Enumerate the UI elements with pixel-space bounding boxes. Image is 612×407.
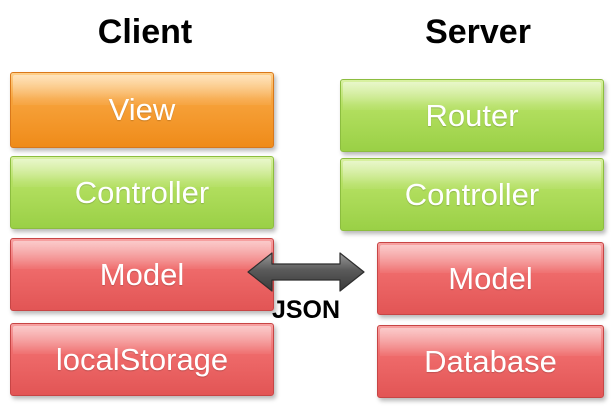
client-model-label: Model — [99, 256, 185, 292]
client-localstorage-box: localStorage — [10, 323, 274, 396]
client-view-label: View — [108, 92, 176, 127]
client-controller-box: Controller — [10, 156, 274, 229]
bidirectional-arrow-icon — [247, 252, 365, 292]
json-label: JSON — [271, 296, 341, 324]
server-router-label: Router — [425, 97, 519, 133]
server-model-label: Model — [448, 260, 533, 296]
server-model-box: Model — [377, 242, 604, 315]
server-database-box: Database — [377, 325, 604, 398]
client-controller-label: Controller — [74, 174, 210, 210]
server-controller-label: Controller — [404, 176, 540, 212]
server-heading: Server — [425, 13, 531, 51]
client-view-box: View — [10, 72, 274, 148]
client-heading: Client — [97, 13, 193, 51]
server-database-label: Database — [424, 343, 557, 379]
server-controller-box: Controller — [340, 158, 604, 231]
client-model-box: Model — [10, 238, 274, 311]
server-router-box: Router — [340, 79, 604, 152]
client-localstorage-label: localStorage — [55, 341, 229, 377]
